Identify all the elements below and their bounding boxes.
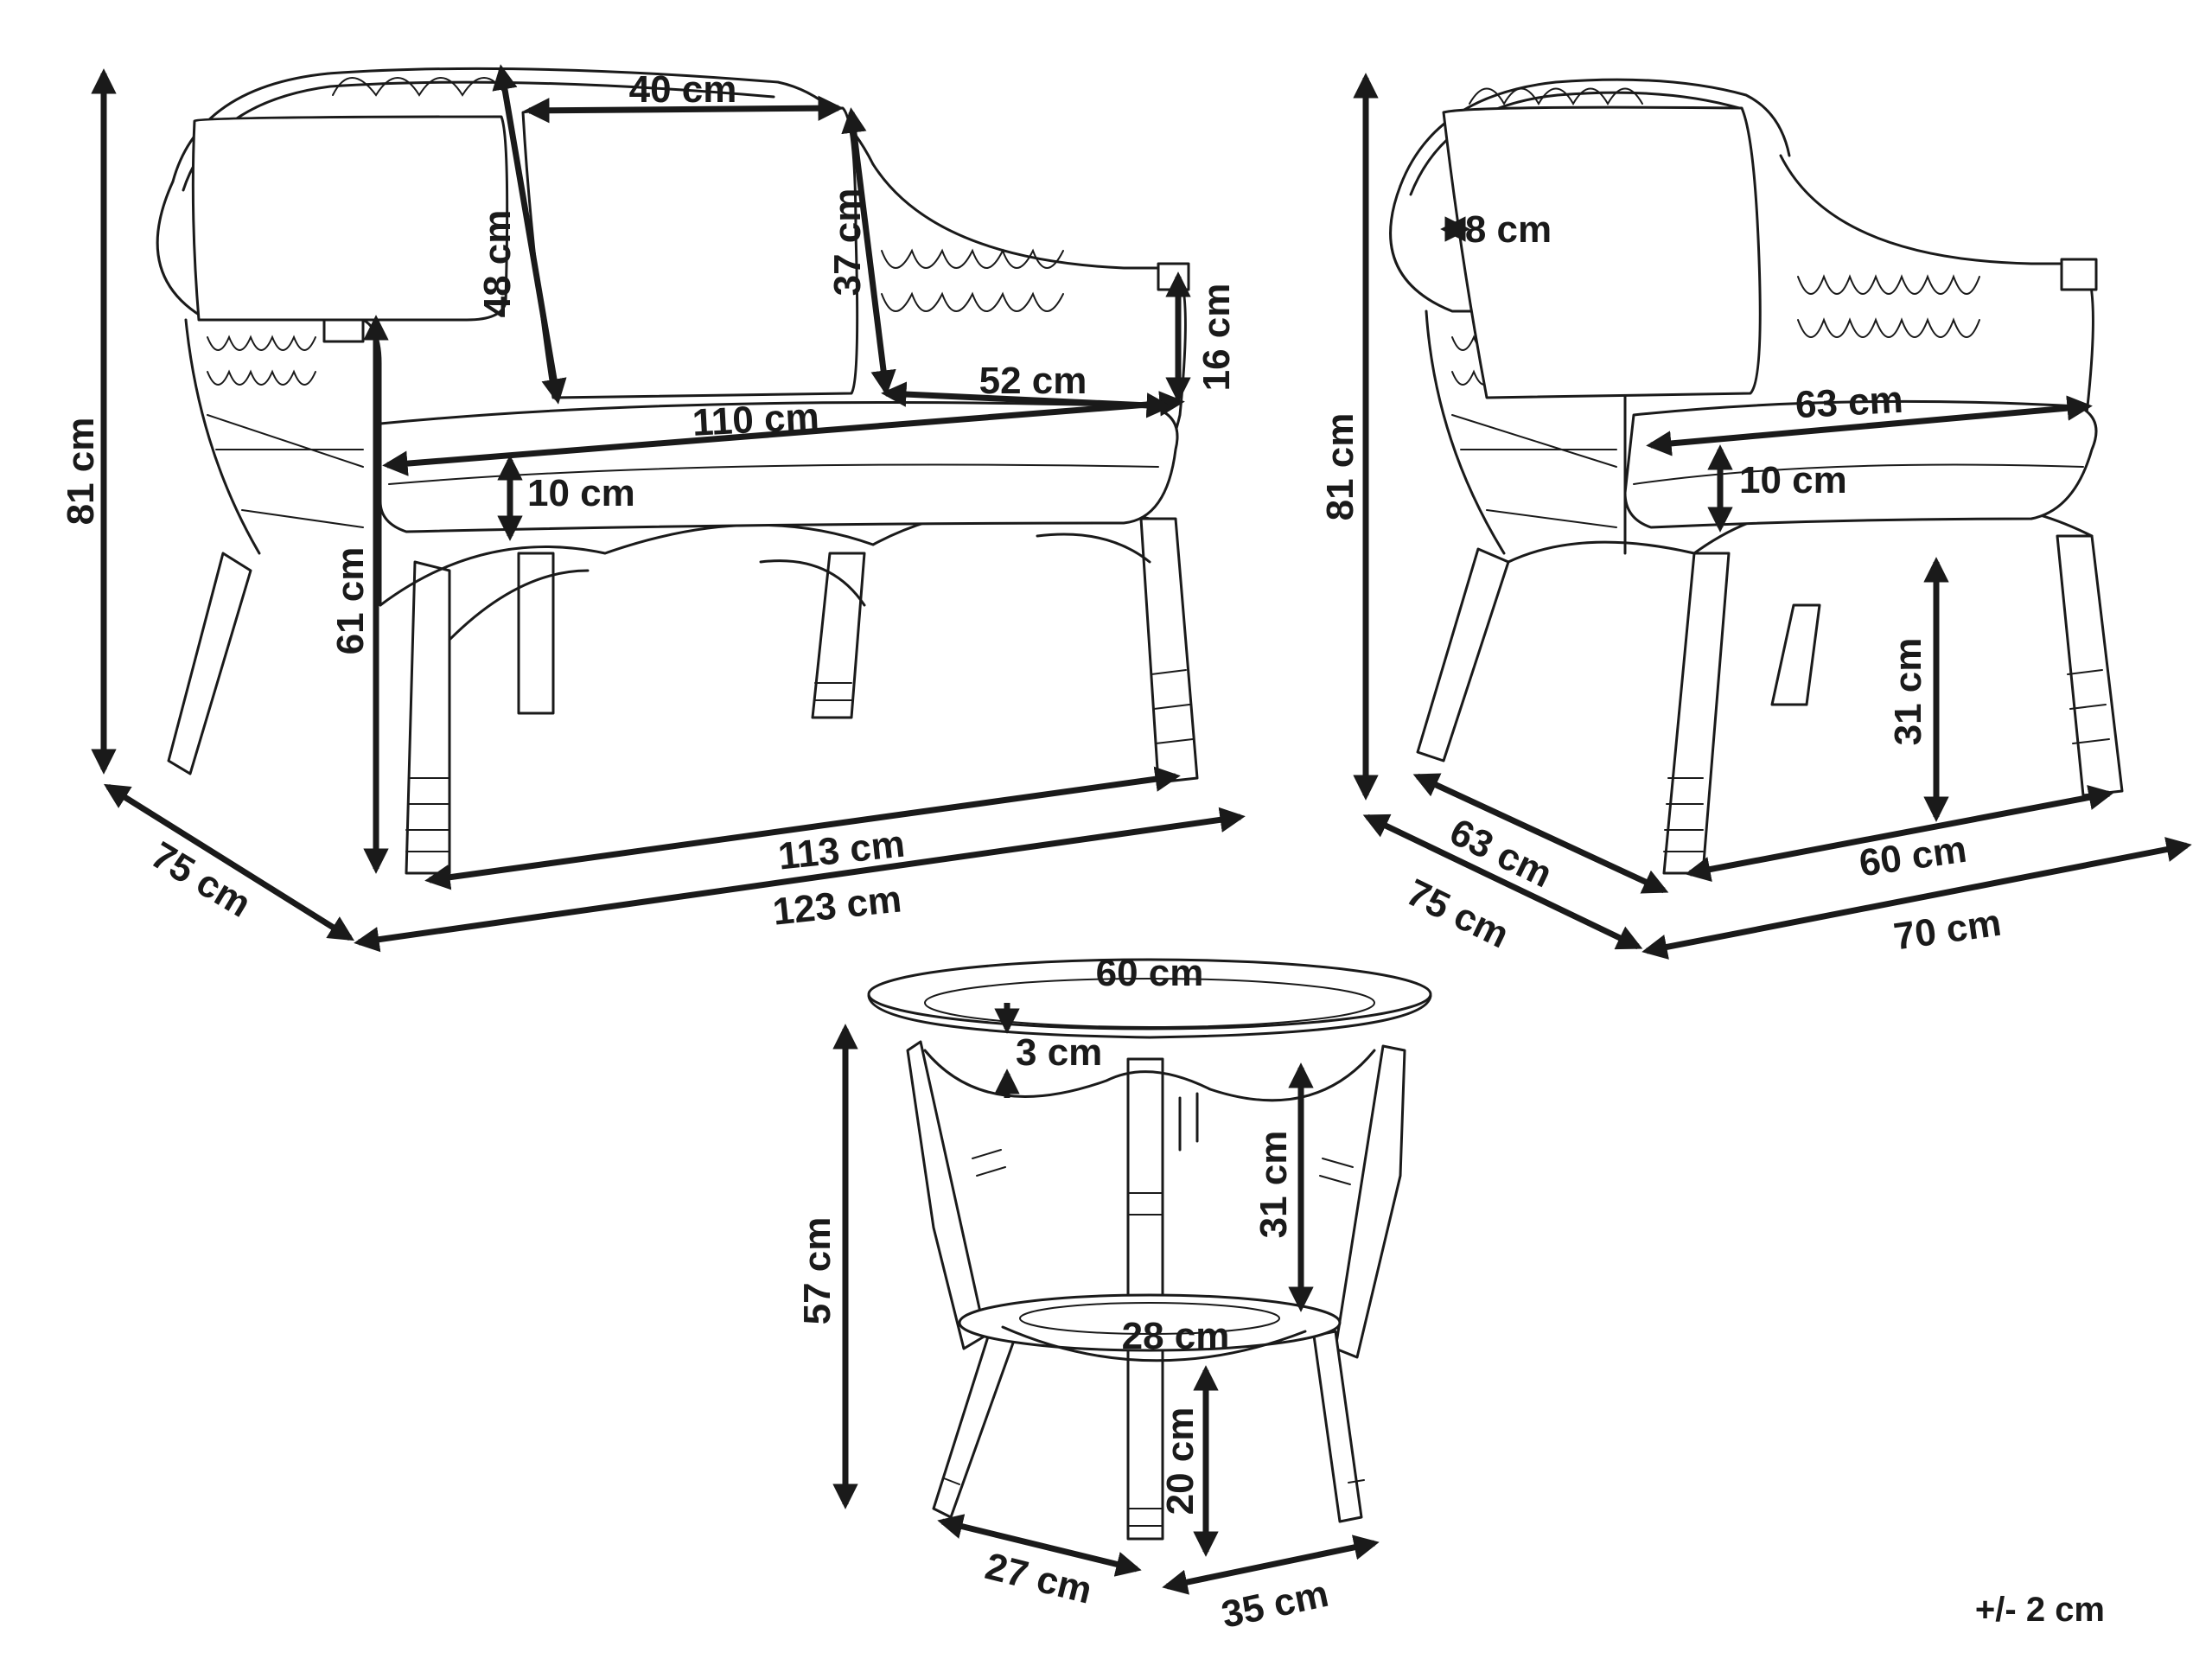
chair-width-arrow	[1641, 837, 2192, 960]
tolerance-note: +/- 2 cm	[1975, 1591, 2105, 1629]
sofa-drawing	[156, 67, 1199, 875]
table-frame-label: 31 cm	[1253, 1131, 1295, 1239]
sofa-back-width-arrow	[524, 95, 844, 124]
sofa-seat-depth-arrow	[881, 381, 1172, 418]
sofa-cushion-label: 10 cm	[527, 472, 635, 514]
sofa-seat-depth-label: 52 cm	[979, 360, 1087, 402]
chair-height-label: 81 cm	[1319, 413, 1361, 521]
sofa-backrest-label: 37 cm	[826, 188, 869, 297]
table-base-width-arrow	[1162, 1535, 1380, 1595]
table-shelf-label: 28 cm	[1122, 1315, 1230, 1357]
table-shelf-height-label: 20 cm	[1159, 1407, 1202, 1515]
table-top-thickness-label: 3 cm	[1016, 1031, 1102, 1074]
chair-cushion-label: 10 cm	[1739, 459, 1847, 501]
sofa-seat-height-label: 61 cm	[329, 547, 372, 655]
sofa-seat-width-label: 110 cm	[692, 395, 820, 444]
table-base-width-label: 35 cm	[1218, 1573, 1332, 1637]
sofa-backrest-arrow	[841, 107, 896, 396]
table-top-diameter-label: 60 cm	[1096, 952, 1204, 994]
table-base-depth-arrow	[937, 1514, 1142, 1577]
sofa-back-height-arrow	[492, 64, 567, 405]
armchair-drawing	[1389, 78, 2124, 875]
sofa-total-width-label: 123 cm	[771, 877, 904, 933]
chair-seat-width-label: 63 cm	[1794, 379, 1904, 426]
chair-depth-arrow	[1362, 814, 1643, 950]
dimension-arrows	[91, 64, 2192, 1595]
chair-width-label: 70 cm	[1891, 902, 2004, 959]
sofa-back-height-label: 48 cm	[476, 210, 519, 318]
chair-seat-width-arrow	[1646, 395, 2093, 456]
sofa-arm-height-label: 16 cm	[1195, 284, 1238, 392]
chair-depth-label: 75 cm	[1400, 871, 1516, 957]
sofa-height-label: 81 cm	[60, 418, 102, 526]
table-drawing	[867, 958, 1432, 1541]
sofa-leg-width-arrow	[424, 766, 1181, 890]
chair-cushion-thickness-label: 8 cm	[1465, 208, 1552, 251]
sofa-depth-arrow	[104, 783, 354, 941]
sofa-back-width-label: 40 cm	[629, 68, 737, 111]
chair-seat-height-label: 31 cm	[1887, 638, 1929, 746]
table-height-label: 57 cm	[796, 1217, 838, 1325]
